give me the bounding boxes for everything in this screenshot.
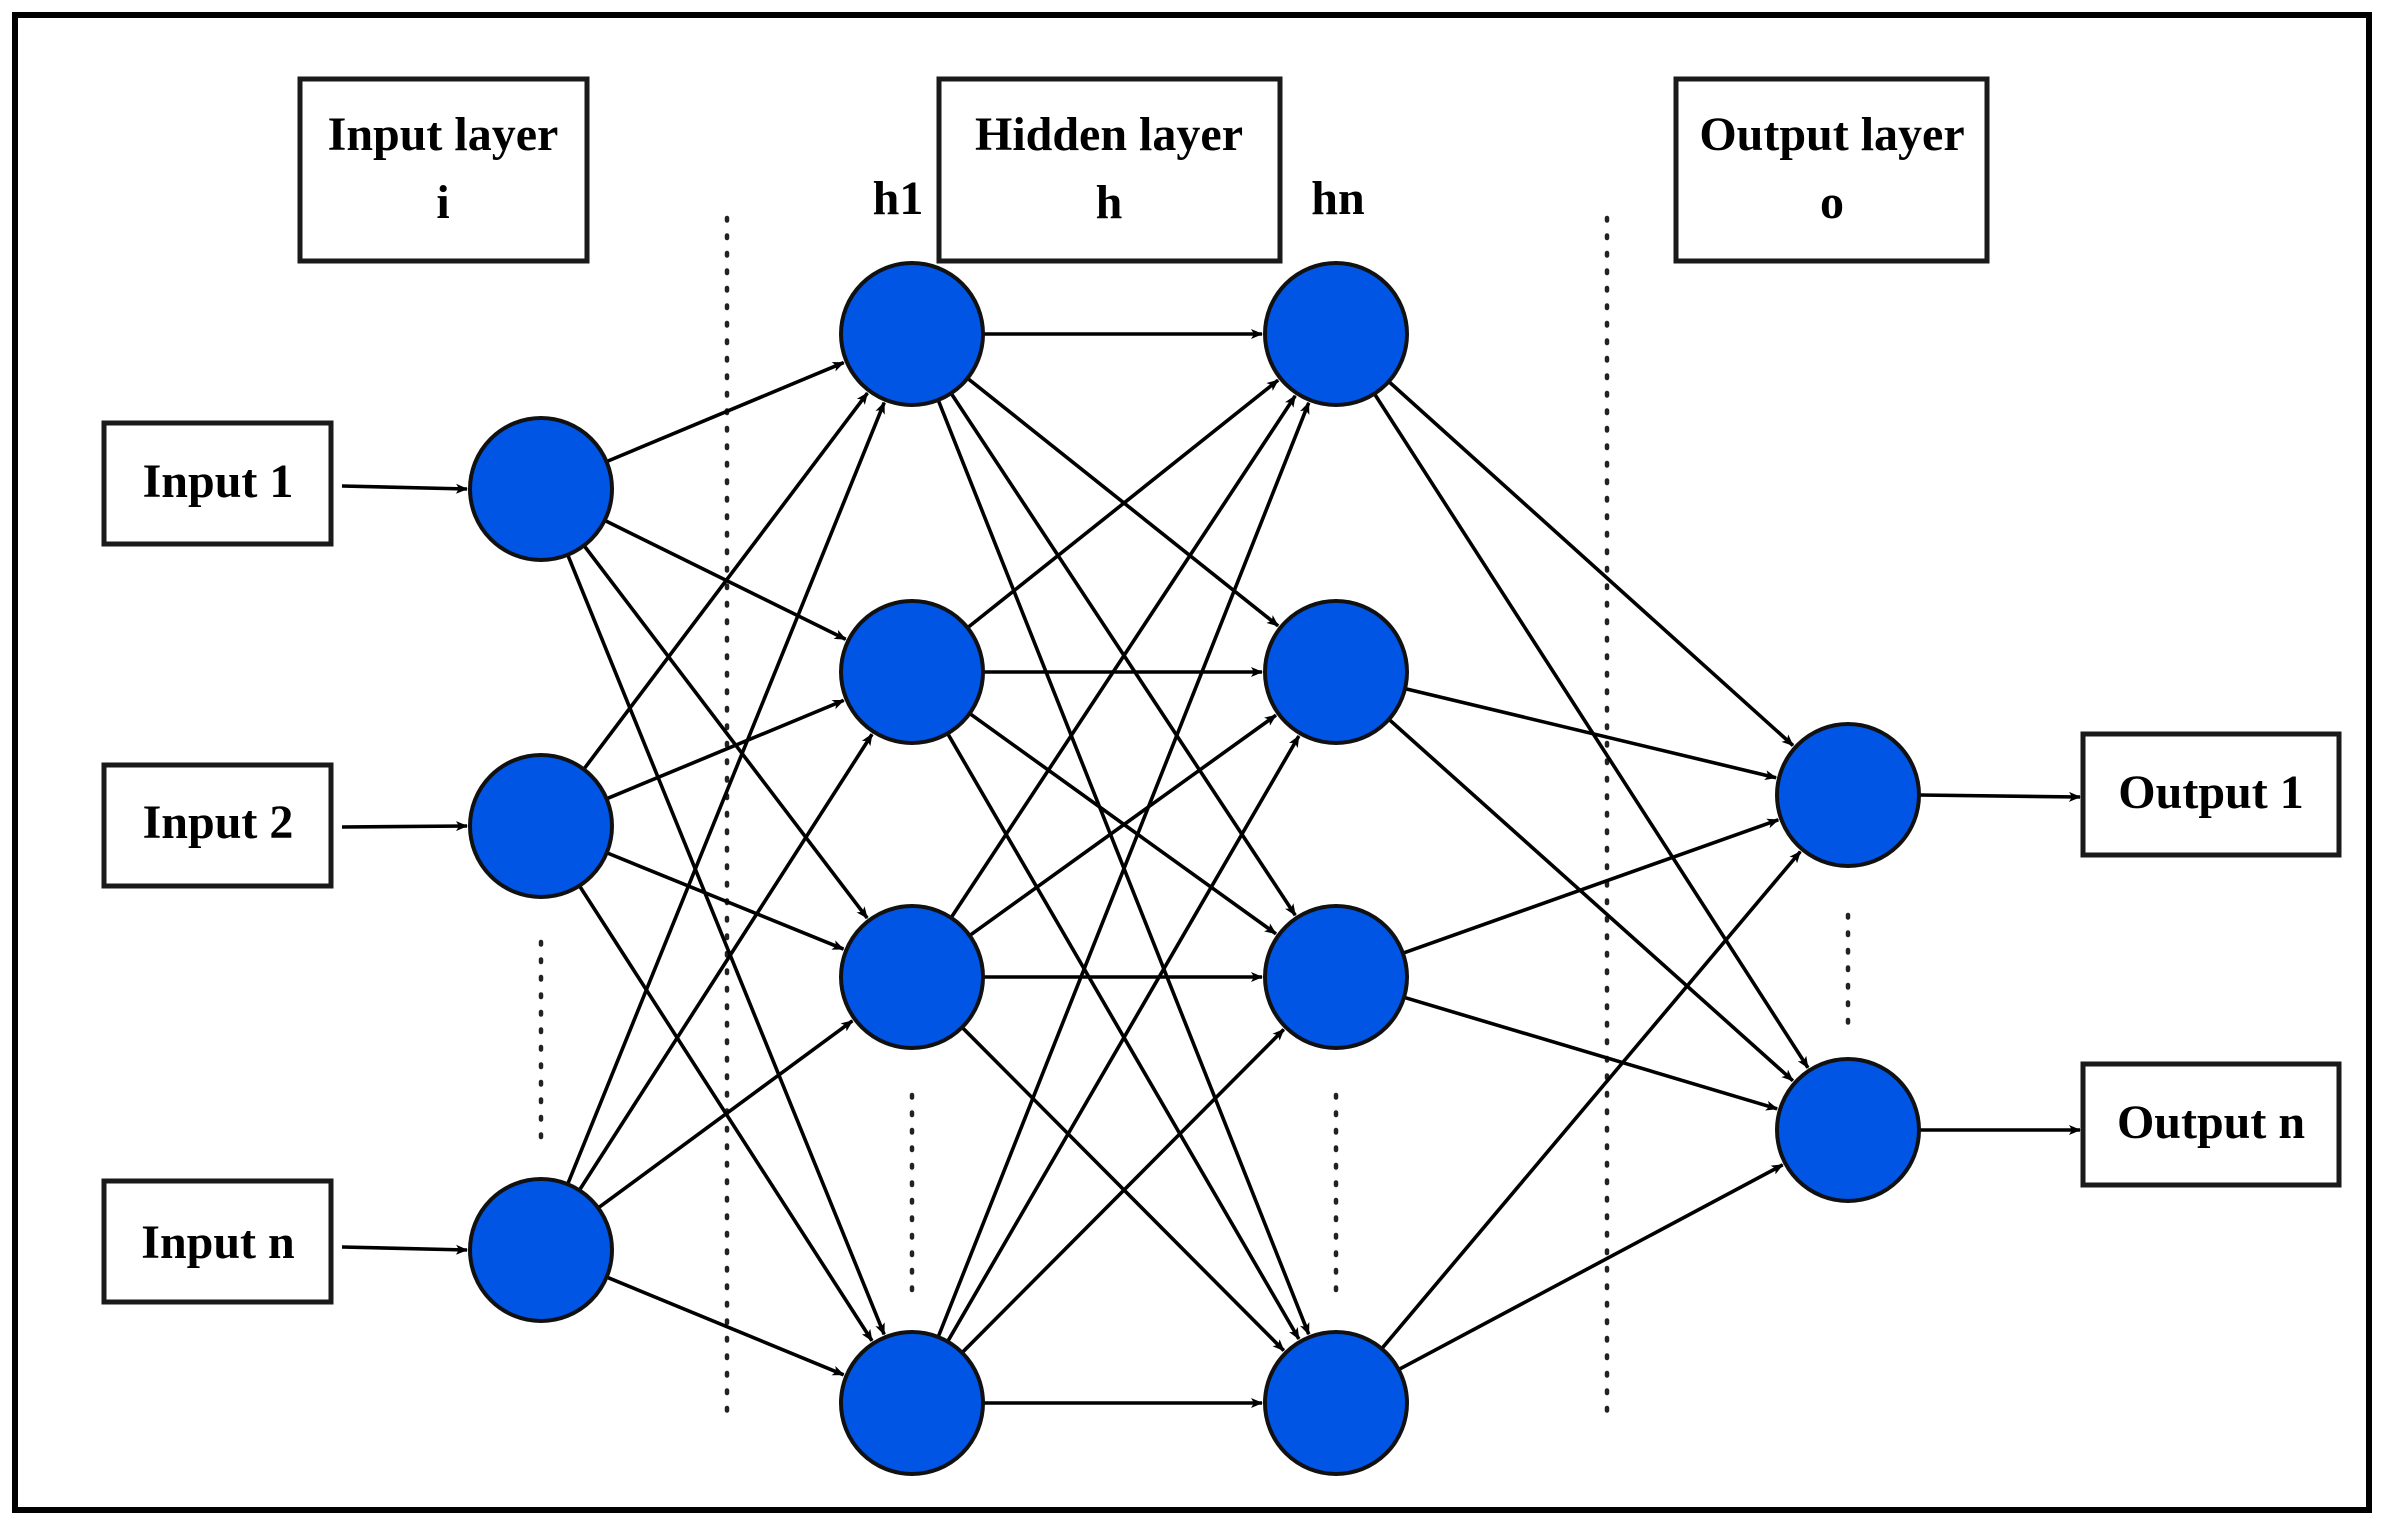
- hidden-to-hidden-edge: [966, 378, 1280, 630]
- input-layer-title: Input layer i: [297, 76, 590, 264]
- input-to-hidden-edge: [606, 851, 845, 951]
- input-layer-symbol: i: [436, 176, 449, 229]
- outer-frame: [12, 12, 2372, 1513]
- output-arrow: [1918, 791, 2081, 802]
- output-layer-symbol: o: [1820, 176, 1844, 229]
- input-to-hidden-edge: [597, 1019, 854, 1210]
- input-box-label: Input 1: [143, 455, 294, 508]
- hidden-to-output-edge: [1402, 818, 1780, 955]
- output-layer-title: Output layer o: [1673, 76, 1990, 264]
- hidden-to-output-edge: [1404, 686, 1778, 781]
- ellipsis-markers: [538, 912, 1851, 1303]
- hidden-layer-symbol: h: [1096, 176, 1123, 229]
- hidden-to-hidden-edge: [946, 735, 1301, 1343]
- hidden-layer-title: Hidden layer h: [936, 76, 1283, 264]
- output-box-1: Output 1: [2080, 731, 2342, 858]
- input-neuron: [468, 753, 614, 899]
- neurons: [468, 261, 1921, 1476]
- input-to-hidden-edge: [605, 698, 845, 801]
- input-to-hidden-edge: [582, 544, 869, 920]
- hidden-neuron-h1: [839, 599, 985, 745]
- output-box-n: Output n: [2080, 1061, 2342, 1188]
- connections: [341, 329, 2081, 1408]
- hidden-neuron-hn: [1263, 261, 1409, 407]
- output-neuron: [1775, 1057, 1921, 1203]
- input-box-n: Input n: [101, 1178, 334, 1305]
- hidden-neuron-hn: [1263, 1330, 1409, 1476]
- hidden-to-output-edge: [1387, 717, 1795, 1083]
- hidden-last-column-label: hn: [1311, 172, 1364, 225]
- output-box-label: Output 1: [2118, 766, 2303, 819]
- input-box-2: Input 2: [101, 762, 334, 889]
- output-layer-title-text: Output layer: [1699, 108, 1964, 161]
- input-box-label: Input 2: [143, 796, 294, 849]
- hidden-neuron-h1: [839, 1330, 985, 1476]
- hidden-to-hidden-edge: [968, 713, 1277, 938]
- hidden-to-output-edge: [1380, 850, 1802, 1350]
- layer-separators: [724, 215, 1610, 1425]
- input-to-hidden-edge: [565, 401, 886, 1185]
- input-to-hidden-edge: [566, 554, 886, 1336]
- input-arrow: [341, 821, 468, 832]
- hidden-neuron-hn: [1263, 599, 1409, 745]
- input-to-hidden-edge: [582, 392, 869, 771]
- output-box-label: Output n: [2117, 1096, 2305, 1149]
- hidden-to-output-edge: [1372, 392, 1810, 1069]
- hidden-to-hidden-edge: [936, 401, 1311, 1338]
- input-arrow: [341, 1244, 468, 1255]
- input-to-hidden-edge: [605, 360, 845, 464]
- hidden-neuron-h1: [839, 261, 985, 407]
- hidden-to-hidden-edge: [949, 394, 1297, 919]
- hidden-to-output-edge: [1397, 1163, 1784, 1372]
- hidden-to-output-edge: [1403, 995, 1779, 1111]
- input-layer-title-text: Input layer: [328, 108, 559, 161]
- hidden-first-column-label: h1: [873, 172, 924, 225]
- hidden-layer-title-text: Hidden layer: [975, 108, 1243, 161]
- input-to-hidden-edge: [577, 733, 874, 1192]
- input-box-1: Input 1: [101, 420, 334, 547]
- input-neuron: [468, 1177, 614, 1323]
- input-boxes: Input 1 Input 2 Input n: [101, 420, 334, 1305]
- output-neuron: [1775, 722, 1921, 868]
- hidden-neuron-h1: [839, 904, 985, 1050]
- output-boxes: Output 1 Output n: [2080, 731, 2342, 1188]
- hidden-neuron-hn: [1263, 904, 1409, 1050]
- hidden-to-output-edge: [1387, 380, 1795, 747]
- input-to-hidden-edge: [605, 1275, 845, 1377]
- hidden-to-hidden-edge: [960, 1028, 1286, 1354]
- input-box-label: Input n: [141, 1216, 294, 1269]
- input-neuron: [468, 416, 614, 562]
- input-arrow: [341, 483, 468, 494]
